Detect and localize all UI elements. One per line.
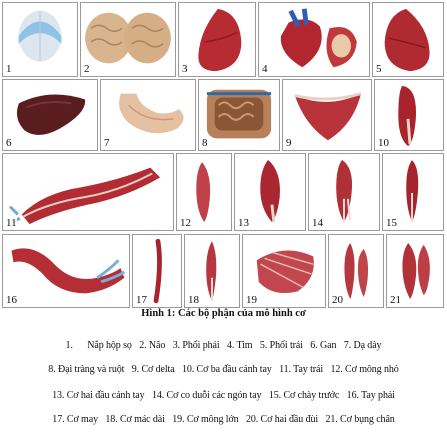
panel-number: 14 [312,217,323,229]
panel-biceps: 13 [234,153,306,231]
panel-triceps: 10 [374,79,444,151]
legend-item: 3. Phổi phải [172,340,220,351]
panel-gluteus-minimus: 12 [176,153,232,231]
panel-number: 17 [136,294,147,306]
legend-item: 1. Nắp hộp sọ [65,340,132,351]
legend-item: 12. Cơ mông nhỏ [330,364,399,375]
panel-left-lung: 5 [372,2,444,77]
figure-caption: Hình 1: Các bộ phận của mô hình cơ [141,308,306,319]
panel-left-arm: 11 [2,153,174,231]
legend-item: 20. Cơ hai đầu đùi [245,414,319,425]
panel-number: 19 [246,294,257,306]
panel-skull-cap: 1 [2,2,78,77]
panel-number: 10 [378,137,389,149]
panel-colon: 8 [198,79,280,151]
panel-gluteus-maximus: 19 [242,234,326,308]
panel-number: 4 [262,63,268,75]
legend-line: 8. Đại tràng và ruột 9. Cơ delta 10. Cơ … [0,364,447,376]
panel-brain: 2 [80,2,176,77]
panel-right-lung: 3 [178,2,256,77]
panel-stomach: 7 [100,79,196,151]
panel-right-arm: 16 [2,234,130,308]
legend-item: 7. Dạ dày [343,340,382,351]
legend-item: 14. Cơ co duỗi các ngón tay [151,390,262,401]
legend-item: 6. Gan [310,340,337,351]
legend-item: 5. Phổi trái [259,340,303,351]
panel-number: 20 [332,294,343,306]
panel-finger-flexor-extensor: 14 [308,153,380,231]
legend-item: 13. Cơ hai đầu cánh tay [52,390,145,401]
legend-item: 21. Cơ bụng chân [325,414,395,425]
legend-item: 8. Đại tràng và ruột [48,364,125,375]
panel-number: 15 [386,217,397,229]
legend-item: 19. Cơ mông lớn [172,414,239,425]
panel-number: 7 [104,137,110,149]
legend-item: 4. Tim [226,340,253,351]
panel-liver: 6 [2,79,98,151]
panel-number: 12 [180,217,191,229]
panel-tibialis-anterior: 15 [382,153,444,231]
panel-number: 9 [286,137,292,149]
panel-number: 8 [202,137,208,149]
panel-number: 11 [6,217,17,229]
panel-number: 16 [6,294,17,306]
legend-item: 9. Cơ delta [131,364,175,375]
panel-number: 6 [6,137,12,149]
panel-gastrocnemius: 21 [386,234,444,308]
panel-peroneus-longus: 18 [184,234,240,308]
legend-line: 17. Cơ may 18. Cơ mác dài 19. Cơ mông lớ… [0,414,447,426]
legend-item: 16. Tay phải [346,390,395,401]
panel-sartorius: 17 [132,234,182,308]
panel-deltoid: 9 [282,79,372,151]
legend-line: 13. Cơ hai đầu cánh tay 14. Cơ co duỗi c… [0,390,447,402]
panel-number: 1 [6,63,12,75]
panel-heart: 4 [258,2,370,77]
panel-biceps-femoris: 20 [328,234,384,308]
legend-item: 11. Tay trái [279,364,324,375]
legend-item: 18. Cơ mác dài [105,414,165,425]
legend-item: 2. Não [139,340,166,351]
panel-number: 2 [84,63,90,75]
legend-item: 10. Cơ ba đầu cánh tay [181,364,272,375]
legend-item: 17. Cơ may [52,414,98,425]
panel-number: 21 [390,294,401,306]
legend-item: 15. Cơ chày trước [268,390,340,401]
legend-line: 1. Nắp hộp sọ 2. Não 3. Phổi phải 4. Tim… [0,340,447,352]
panel-number: 3 [182,63,188,75]
panel-number: 13 [238,217,249,229]
panel-number: 5 [376,63,382,75]
panel-number: 18 [188,294,199,306]
